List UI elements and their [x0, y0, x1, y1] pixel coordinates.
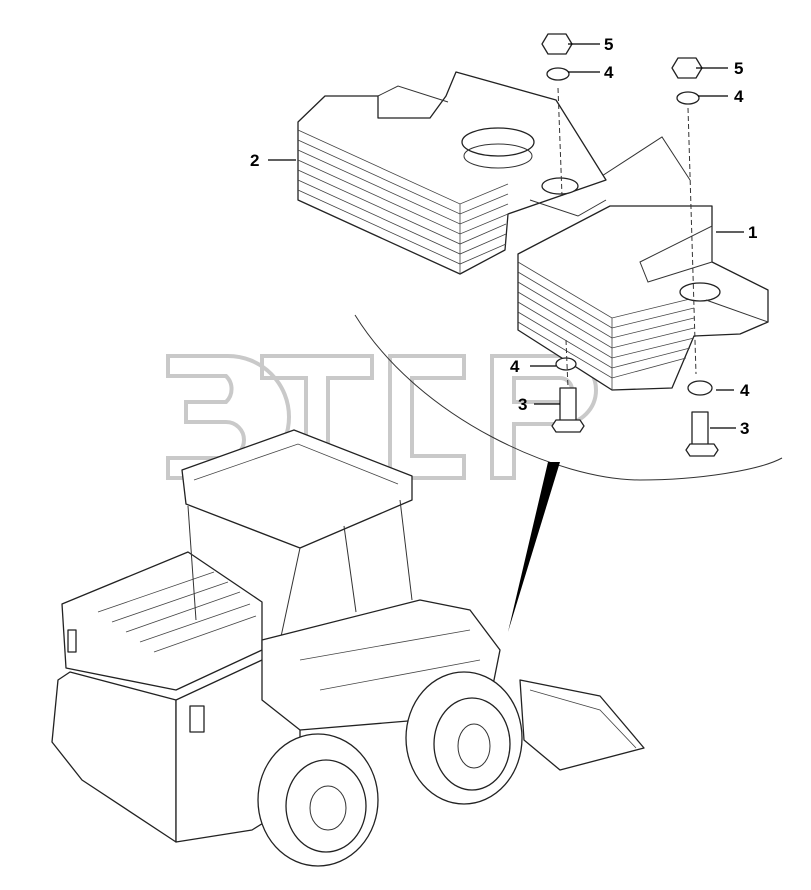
fasteners: [541, 33, 719, 457]
bolt-icon: [685, 443, 719, 457]
skid-steer-loader: [51, 429, 645, 867]
callout-4-top-left: 4: [604, 63, 614, 82]
washer-icon: [687, 380, 713, 396]
callout-labels: 1 2 3 3 4 4 4 4 5 5: [250, 35, 757, 438]
weight-stack-2: [297, 71, 607, 275]
callout-3-left: 3: [518, 395, 527, 414]
callout-4-bottom-left: 4: [510, 357, 520, 376]
bolt-icon: [551, 419, 585, 433]
washer-icon: [555, 357, 577, 371]
callout-5-left: 5: [604, 35, 613, 54]
nut-icon: [541, 33, 573, 55]
callout-1: 1: [748, 223, 757, 242]
washer-icon: [546, 67, 570, 81]
nut-icon: [671, 57, 703, 79]
front-wheel: [405, 671, 523, 805]
callout-4-bottom-right: 4: [740, 381, 750, 400]
detail-callout-arc: [354, 136, 783, 632]
weight-stack-1: [517, 205, 769, 391]
callout-3-right: 3: [740, 419, 749, 438]
detail-pointer: [508, 462, 560, 632]
rear-wheel: [257, 733, 379, 867]
callout-5-right: 5: [734, 59, 743, 78]
callout-2: 2: [250, 151, 259, 170]
callout-4-top-right: 4: [734, 87, 744, 106]
washer-icon: [676, 91, 700, 105]
callout-leaders: [268, 43, 744, 429]
